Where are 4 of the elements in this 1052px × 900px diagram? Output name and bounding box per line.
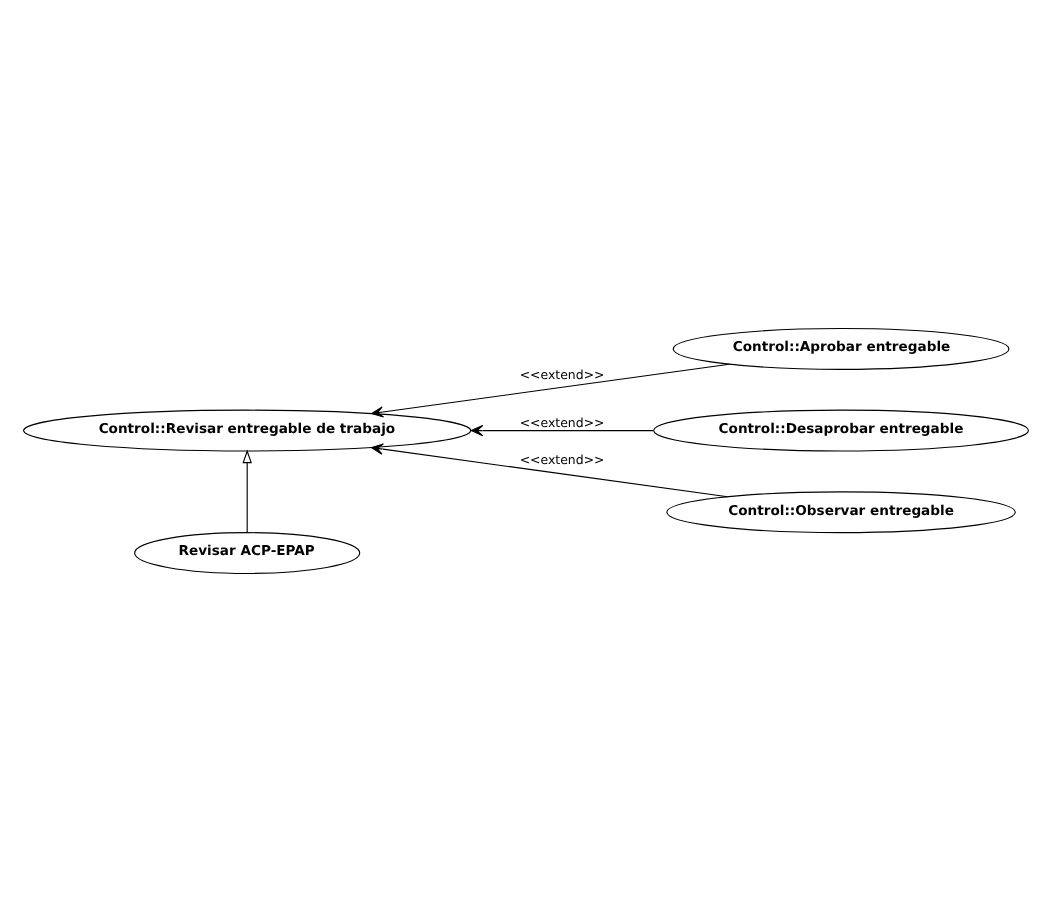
arrow <box>371 362 730 417</box>
arrow <box>470 423 654 436</box>
arrow <box>242 448 252 533</box>
arrow <box>370 442 729 497</box>
